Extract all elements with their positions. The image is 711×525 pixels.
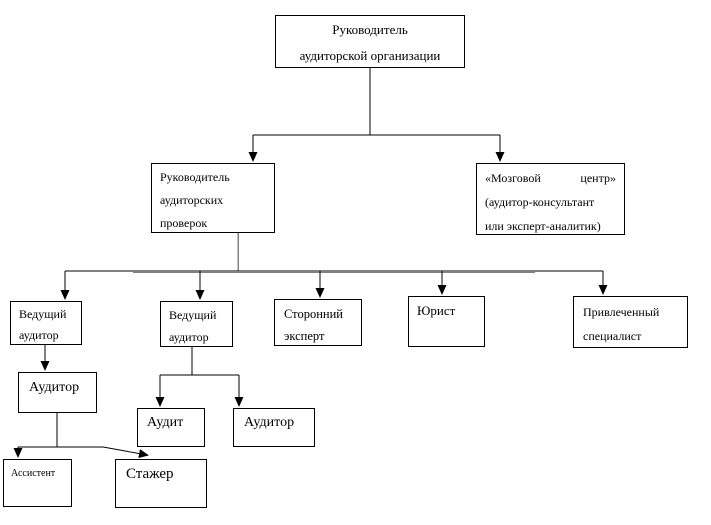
connector-top-to-level2 bbox=[248, 68, 505, 162]
node-label-line: или эксперт-аналитик) bbox=[485, 219, 601, 233]
node-label-line: Аудитор bbox=[244, 415, 295, 430]
node-label-line: аудитор bbox=[169, 330, 209, 344]
node-assistant: Ассистент bbox=[3, 459, 72, 507]
node-head-of-audit-organization: Руководитель аудиторской организации bbox=[275, 15, 465, 68]
node-label-line: аудитор bbox=[19, 328, 59, 342]
node-label-line: аудиторской организации bbox=[299, 48, 441, 63]
connector-lead2-to-children bbox=[155, 347, 244, 407]
node-label-line: «Мозговой центр» bbox=[485, 171, 616, 185]
node-auditor-left: Аудитор bbox=[18, 372, 97, 413]
node-label-line: Ассистент bbox=[11, 468, 56, 479]
connector-level2-to-level3 bbox=[60, 233, 608, 300]
node-label-line: Сторонний bbox=[284, 307, 343, 321]
node-label-line: специалист bbox=[583, 329, 642, 343]
node-audit: Аудит bbox=[137, 408, 205, 447]
node-label-line: Руководитель bbox=[160, 170, 230, 184]
node-label-line: Ведущий bbox=[19, 307, 67, 321]
node-label-line: Аудитор bbox=[29, 380, 80, 395]
connector-auditor-to-children bbox=[13, 413, 149, 458]
node-label-line: Привлеченный bbox=[583, 305, 660, 319]
node-trainee: Стажер bbox=[115, 459, 207, 508]
node-lead-auditor-2: Ведущий аудитор bbox=[160, 301, 233, 347]
node-head-of-audit-checks: Руководитель аудиторских проверок bbox=[151, 163, 275, 233]
node-brain-center: «Мозговой центр» (аудитор-консультант ил… bbox=[476, 163, 625, 235]
node-engaged-specialist: Привлеченный специалист bbox=[573, 296, 688, 348]
node-label-line: Стажер bbox=[126, 466, 174, 482]
node-label-line: Руководитель bbox=[332, 22, 408, 37]
node-label-line: Юрист bbox=[417, 303, 456, 318]
node-label-line: аудиторских bbox=[160, 193, 224, 207]
node-label-line: эксперт bbox=[284, 329, 325, 343]
node-external-expert: Сторонний эксперт bbox=[274, 299, 362, 346]
node-label-line: (аудитор-консультант bbox=[485, 195, 595, 209]
node-label-line: проверок bbox=[160, 216, 208, 230]
node-auditor-middle: Аудитор bbox=[233, 408, 315, 447]
node-label-line: Аудит bbox=[147, 415, 184, 430]
node-label-line: Ведущий bbox=[169, 308, 217, 322]
node-lead-auditor-1: Ведущий аудитор bbox=[10, 301, 82, 345]
node-lawyer: Юрист bbox=[408, 296, 485, 347]
